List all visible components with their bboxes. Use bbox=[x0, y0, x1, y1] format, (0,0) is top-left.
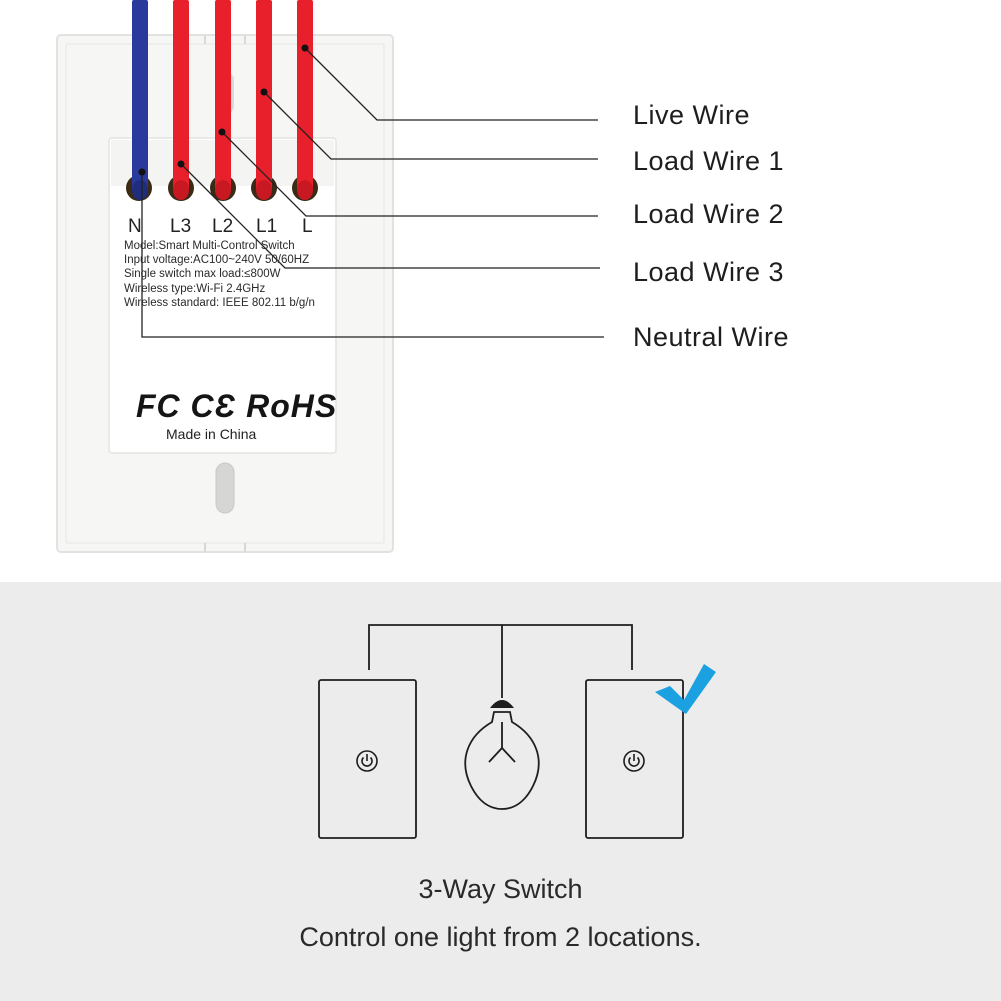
usage-panel bbox=[0, 582, 1001, 1001]
leader-dots bbox=[138, 44, 309, 176]
terminal-label-l2: L2 bbox=[212, 216, 234, 237]
label-load-wire-1: Load Wire 1 bbox=[633, 146, 785, 176]
spec-max-load: Single switch max load:≤800W bbox=[124, 268, 281, 280]
load-wire-2 bbox=[215, 0, 231, 190]
live-wire bbox=[297, 0, 313, 190]
terminal-label-l3: L3 bbox=[170, 216, 192, 237]
label-live-wire: Live Wire bbox=[633, 100, 751, 130]
leader-load2 bbox=[221, 131, 598, 217]
caption-title: 3-Way Switch bbox=[418, 874, 583, 904]
checkmark-icon bbox=[655, 664, 716, 714]
terminal-label-l1: L1 bbox=[256, 216, 278, 237]
leader-lines bbox=[141, 47, 604, 338]
leader-live bbox=[304, 47, 598, 121]
terminal-label-l: L bbox=[302, 216, 313, 237]
power-icon bbox=[356, 750, 378, 772]
light-bulb-icon bbox=[464, 700, 540, 810]
spec-input-voltage: Input voltage:AC100~240V 50/60HZ bbox=[124, 254, 310, 266]
caption-subtitle: Control one light from 2 locations. bbox=[299, 922, 702, 952]
label-load-wire-2: Load Wire 2 bbox=[633, 199, 785, 229]
spec-wireless-standard: Wireless standard: IEEE 802.11 b/g/n bbox=[124, 297, 315, 309]
label-load-wire-3: Load Wire 3 bbox=[633, 257, 785, 287]
power-icon bbox=[623, 750, 645, 772]
leader-load3 bbox=[180, 163, 600, 269]
leader-neutral bbox=[141, 172, 604, 338]
wires bbox=[132, 0, 313, 200]
spec-model: Model:Smart Multi-Control Switch bbox=[124, 240, 295, 252]
load-wire-3 bbox=[173, 0, 189, 190]
three-way-diagram bbox=[318, 624, 684, 839]
certification-logos: FC CƐ RoHS bbox=[136, 388, 338, 424]
terminal-label-n: N bbox=[128, 216, 142, 237]
plate-slot-bottom bbox=[215, 462, 235, 514]
circuit-wire bbox=[368, 624, 633, 670]
leader-load1 bbox=[263, 91, 598, 160]
label-neutral-wire: Neutral Wire bbox=[633, 322, 790, 352]
made-in-label: Made in China bbox=[166, 426, 257, 442]
spec-wireless-type: Wireless type:Wi-Fi 2.4GHz bbox=[124, 283, 266, 295]
right-switch bbox=[585, 679, 684, 839]
left-switch bbox=[318, 679, 417, 839]
neutral-wire bbox=[132, 0, 148, 190]
